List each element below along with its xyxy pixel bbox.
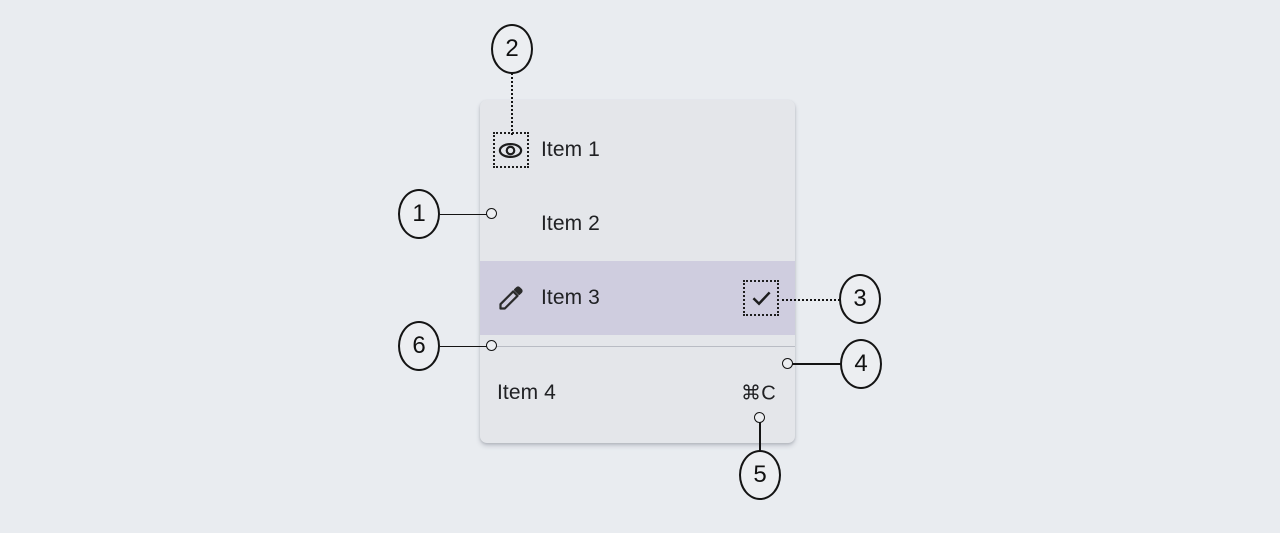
menu-item-3[interactable]: Item 3 [480, 261, 795, 335]
shortcut-label: ⌘C [740, 382, 776, 405]
menu-separator [480, 346, 795, 347]
menu-item-3-label: Item 3 [541, 286, 600, 309]
annotation-5-endpoint [754, 412, 765, 423]
annotation-6-endpoint [486, 340, 497, 351]
annotation-marker-1-label: 1 [412, 200, 426, 227]
check-icon-focus-box[interactable] [743, 280, 779, 316]
menu-item-3-trailing [743, 280, 779, 316]
annotation-marker-4-label: 4 [854, 350, 868, 377]
annotation-4-leader [790, 363, 842, 365]
menu-item-2-label: Item 2 [541, 212, 600, 235]
menu-item-2-icon-slot [480, 187, 541, 261]
annotation-1-endpoint [486, 208, 497, 219]
annotation-2-leader [511, 73, 513, 135]
menu-item-2[interactable]: Item 2 [480, 187, 795, 261]
annotation-5-leader [759, 418, 761, 456]
menu-item-1-icon-slot [480, 113, 541, 187]
menu-item-4[interactable]: Item 4 ⌘C [480, 357, 795, 429]
annotation-4-endpoint [782, 358, 793, 369]
eye-icon-focus-box[interactable] [492, 132, 529, 168]
annotation-3-leader [782, 298, 840, 301]
annotation-marker-1[interactable]: 1 [398, 189, 440, 239]
check-icon [752, 291, 771, 306]
annotation-marker-3[interactable]: 3 [839, 274, 881, 324]
annotation-6-leader [440, 345, 492, 348]
pencil-icon[interactable] [497, 284, 525, 312]
annotation-marker-2[interactable]: 2 [491, 24, 533, 74]
annotation-marker-2-label: 2 [505, 35, 519, 62]
annotation-marker-6-label: 6 [412, 332, 426, 359]
annotation-marker-4[interactable]: 4 [840, 339, 882, 389]
menu-item-1-label: Item 1 [541, 138, 600, 161]
menu-item-4-label: Item 4 [497, 381, 556, 404]
menu-item-1[interactable]: Item 1 [480, 113, 795, 187]
annotation-marker-5[interactable]: 5 [739, 450, 781, 500]
annotation-1-leader [440, 213, 492, 216]
annotation-marker-5-label: 5 [753, 461, 767, 488]
menu-panel[interactable]: Item 1 Item 2 Item 3 [480, 100, 795, 443]
eye-icon [498, 142, 523, 158]
annotation-marker-3-label: 3 [853, 285, 867, 312]
menu-item-3-icon-slot [480, 261, 541, 335]
annotation-marker-6[interactable]: 6 [398, 321, 440, 371]
